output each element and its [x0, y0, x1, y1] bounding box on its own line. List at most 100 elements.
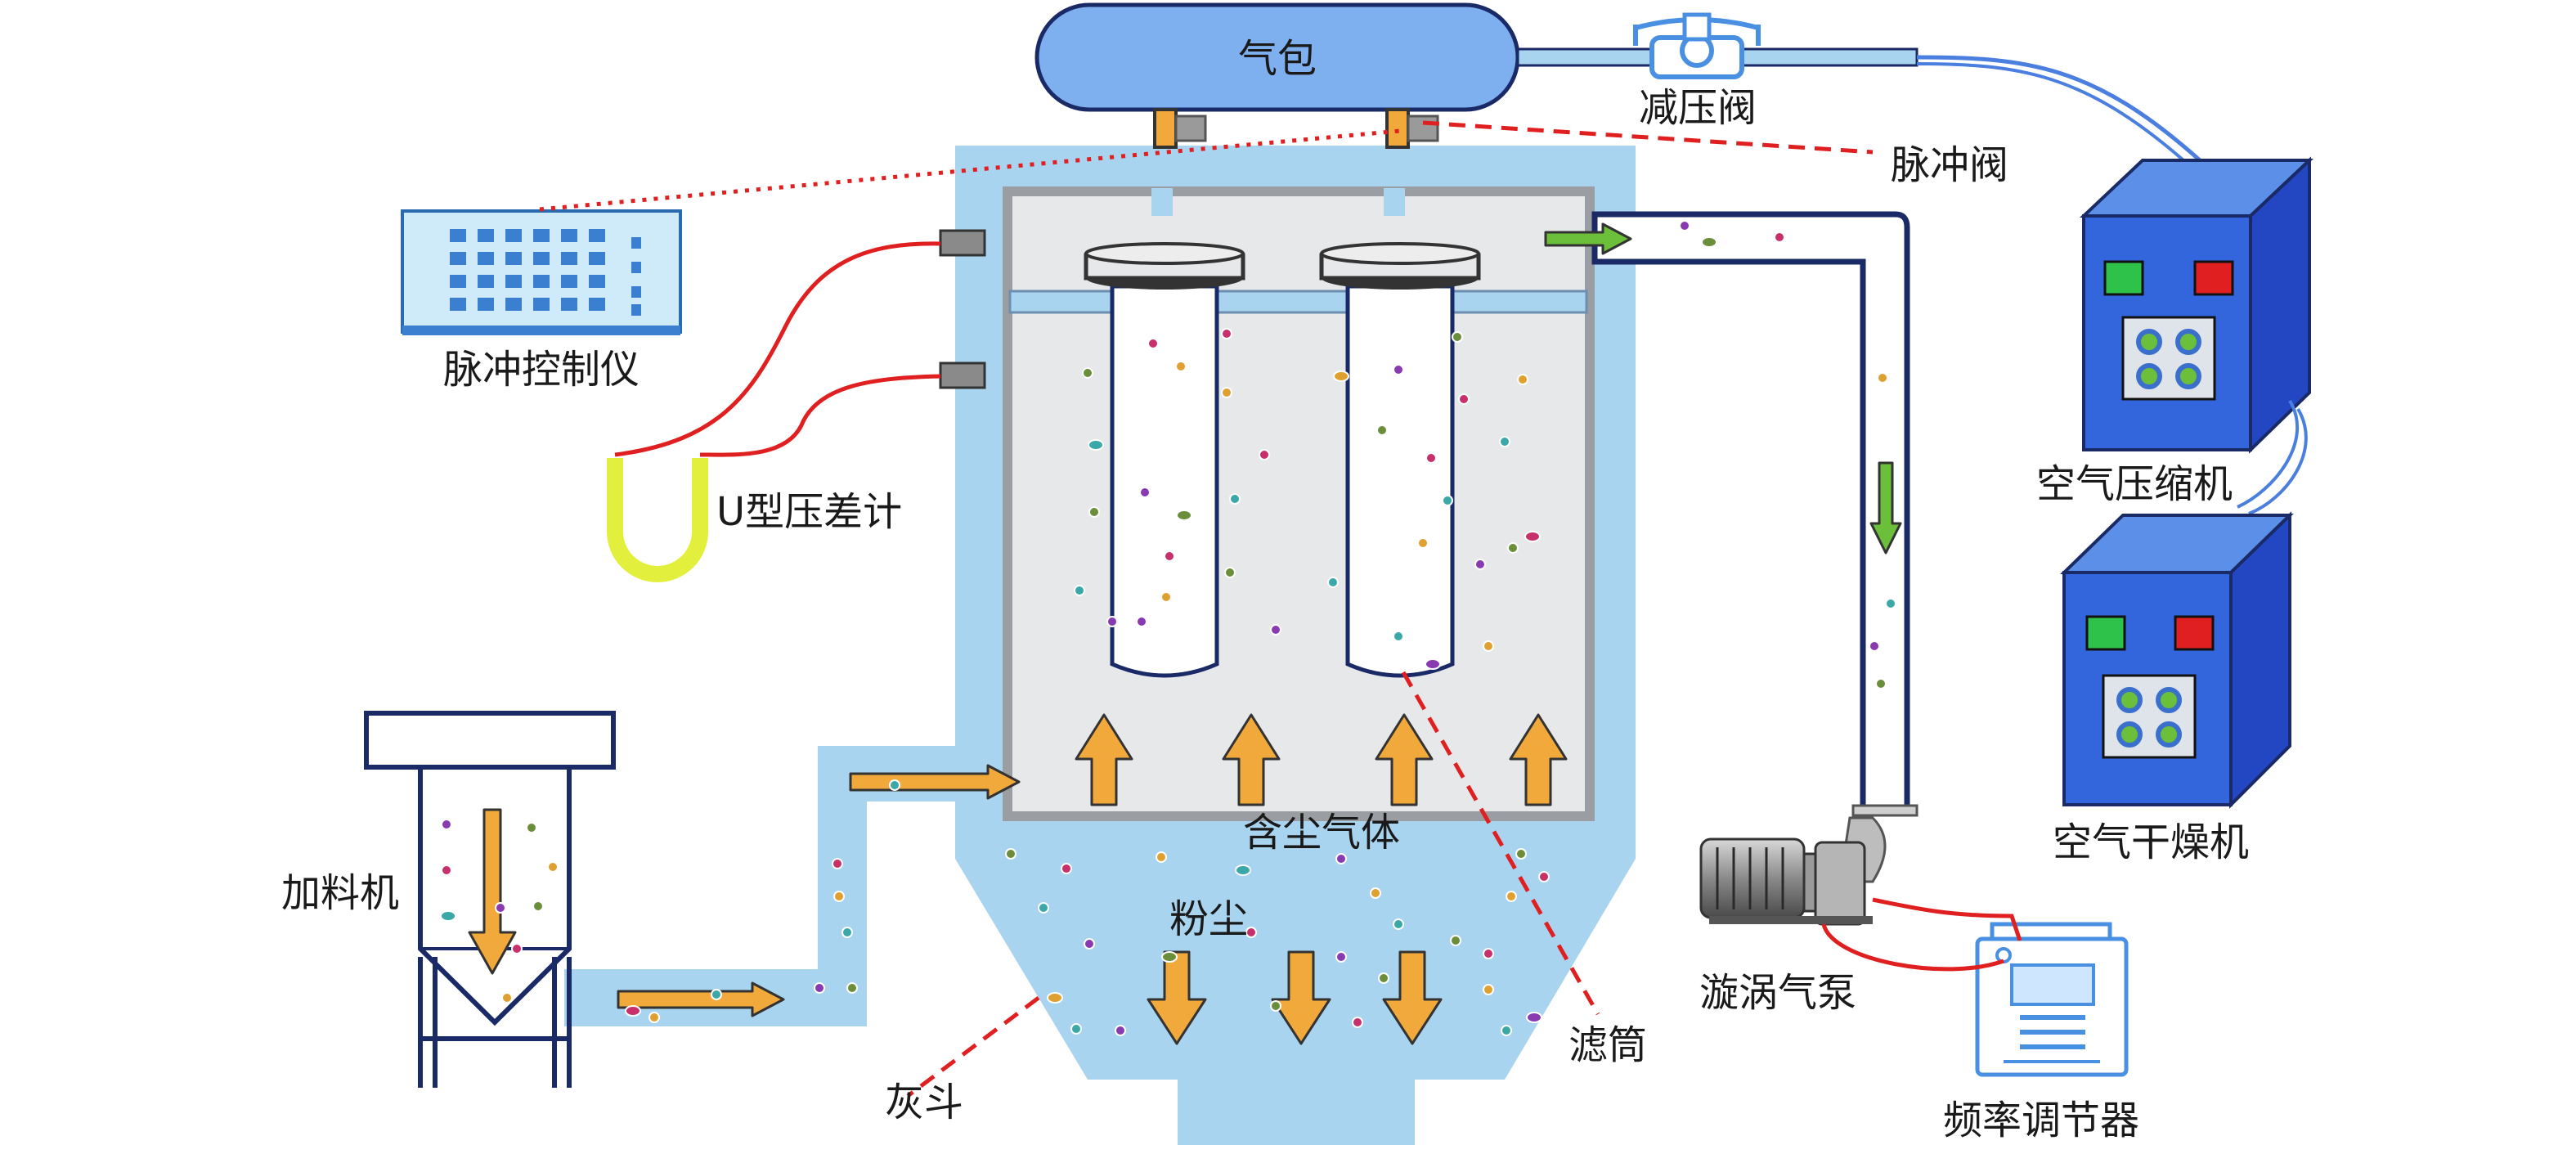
dust-particle: [1327, 577, 1339, 588]
leader-lines: [906, 120, 1874, 1098]
dust-particle: [441, 819, 452, 830]
air-dryer: [2060, 511, 2294, 809]
controller-button: [533, 229, 550, 242]
pressure-reducing-valve-icon: [1633, 12, 1761, 79]
dust-particle: [495, 902, 506, 914]
dust-particle: [1160, 591, 1172, 603]
pulse-controller: [401, 209, 682, 335]
dust-particle: [547, 861, 559, 873]
pulse-valves: [1153, 108, 1439, 149]
frequency-regulator: [1975, 922, 2129, 1077]
controller-button: [589, 252, 605, 265]
dust-particle: [1538, 871, 1550, 882]
dust-particle: [625, 1005, 641, 1017]
dust-particle: [1156, 851, 1167, 863]
dust-particle: [1084, 938, 1095, 950]
dust-particle: [1221, 328, 1232, 339]
dust-particle: [1452, 331, 1463, 343]
dust-particle: [1270, 1000, 1281, 1012]
dust-particle: [1483, 640, 1494, 652]
dust-particle: [1517, 374, 1528, 385]
dust-particle: [1483, 984, 1494, 995]
controller-button: [589, 275, 605, 288]
dusty-gas-label: 含尘气体: [1243, 810, 1400, 855]
dust-particle: [648, 1012, 660, 1023]
compressor-dryer-hose: [2237, 399, 2308, 515]
controller-button: [589, 298, 605, 311]
dust-particle: [1875, 678, 1887, 689]
dust-particle: [1175, 361, 1187, 372]
dust-particle: [1074, 585, 1085, 596]
u-manometer-label: U型压差计: [716, 489, 902, 535]
dust-particle: [1235, 864, 1251, 876]
dust-particle: [1501, 1025, 1512, 1036]
dust-particle: [1679, 220, 1690, 231]
dust-particle: [1506, 891, 1517, 902]
controller-button: [478, 275, 494, 288]
pressure-valve-label: 减压阀: [1639, 85, 1757, 131]
inlet-duct: [564, 746, 961, 1026]
dust-particle: [511, 943, 523, 954]
filter-chamber: [1003, 186, 1595, 821]
controller-indicator: [631, 286, 641, 298]
dust-particle: [1106, 616, 1118, 627]
dust-particle: [1115, 1025, 1126, 1036]
clean-air-arrows: [1544, 222, 1902, 555]
controller-button: [450, 275, 466, 288]
dust-particle: [1877, 372, 1888, 384]
dust-particle: [1139, 487, 1151, 498]
controller-button: [450, 252, 466, 265]
dust-particle: [526, 822, 537, 833]
controller-button: [533, 275, 550, 288]
controller-button: [533, 252, 550, 265]
dust-particle: [1229, 493, 1241, 505]
dust-particle: [1224, 567, 1236, 578]
controller-button: [450, 229, 466, 242]
u-manometer: [607, 458, 708, 582]
dust-particle: [711, 989, 722, 1000]
dust-particles: [440, 220, 1896, 1036]
dust-particle: [1425, 658, 1441, 670]
pulse-controller-label: 脉冲控制仪: [443, 347, 640, 393]
dust-particle: [1425, 452, 1437, 464]
filter-cartridge-left: [1084, 242, 1245, 678]
controller-button: [505, 229, 522, 242]
dust-particle: [1474, 559, 1486, 570]
controller-button: [478, 252, 494, 265]
dust-particle: [1701, 236, 1717, 248]
filter-cartridge-label: 滤筒: [1568, 1022, 1647, 1068]
dust-particle: [846, 982, 858, 994]
pump-power-cable: [1821, 897, 2022, 972]
controller-button: [533, 298, 550, 311]
outlet-pipe: [1591, 211, 1919, 817]
controller-button: [505, 298, 522, 311]
dust-particle: [1526, 1012, 1542, 1023]
air-compressor: [2079, 156, 2314, 454]
dust-particle: [1176, 510, 1192, 521]
dust-particle: [832, 858, 843, 869]
dust-particle: [1515, 848, 1527, 860]
dust-particle: [1393, 918, 1404, 930]
dust-particle: [1147, 338, 1159, 349]
dust-particle: [1221, 387, 1232, 398]
dust-particle: [814, 982, 825, 994]
dust-particle: [841, 927, 853, 938]
controller-button: [561, 252, 577, 265]
dust-particle: [1869, 640, 1880, 652]
dust-particle: [1038, 902, 1049, 914]
dust-particle: [1483, 948, 1494, 959]
dust-particle: [1393, 364, 1404, 375]
dust-particle: [501, 992, 513, 1004]
pulse-valve-label: 脉冲阀: [1891, 142, 2008, 188]
dust-particle: [1005, 848, 1016, 860]
feeder-label: 加料机: [281, 870, 399, 916]
manometer-tubes: [614, 241, 941, 457]
controller-button: [561, 298, 577, 311]
dust-particle: [1335, 951, 1347, 963]
dust-particle: [889, 779, 900, 791]
dust-particle: [1378, 972, 1389, 984]
controller-indicator: [631, 237, 641, 249]
air-drum-label: 气包: [1238, 36, 1317, 82]
dust-particle: [1161, 951, 1178, 963]
